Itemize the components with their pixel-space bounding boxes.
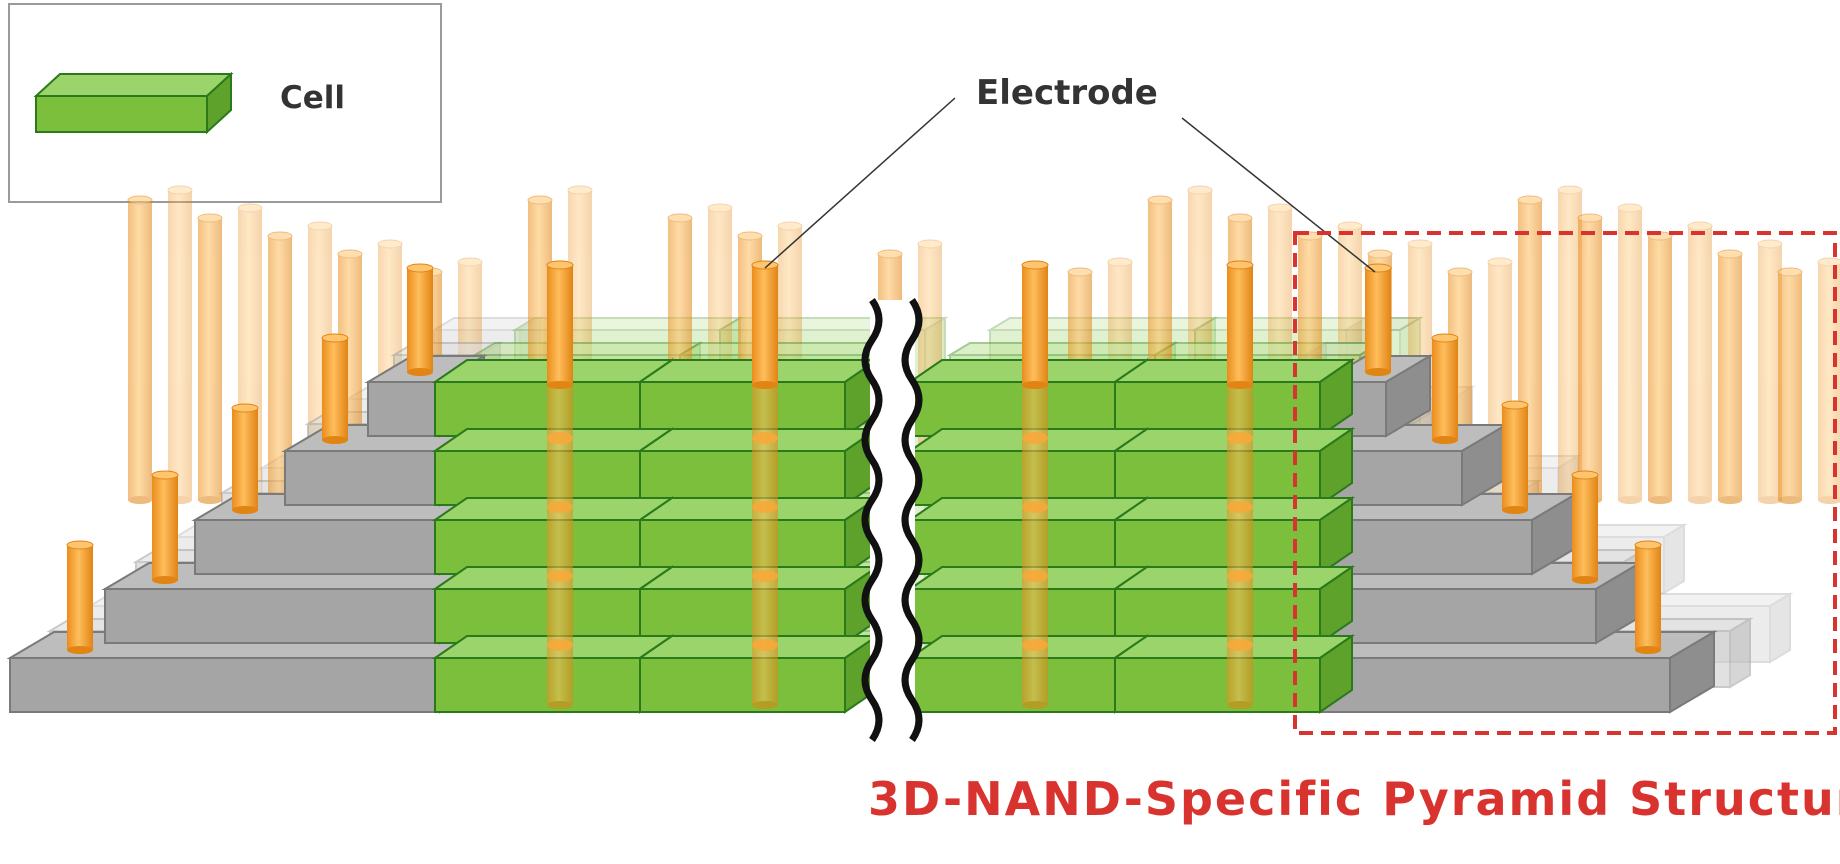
- back-electrode: [1647, 231, 1673, 504]
- step-electrode: [66, 540, 94, 654]
- electrode-contact: [752, 432, 778, 444]
- cell-block: [1111, 634, 1356, 714]
- cell-block: [1111, 427, 1356, 507]
- legend: Cell: [8, 3, 442, 203]
- electrode-contact: [547, 570, 573, 582]
- electrode-contact: [1227, 570, 1253, 582]
- electrode-top: [1226, 260, 1254, 389]
- electrode-contact: [1022, 432, 1048, 444]
- back-electrode: [1577, 213, 1603, 504]
- step-electrode: [231, 403, 259, 514]
- step-electrode: [1571, 470, 1599, 584]
- electrode-contact: [547, 639, 573, 651]
- back-electrode: [127, 195, 153, 504]
- electrode-contact: [1022, 570, 1048, 582]
- back-electrode: [167, 185, 193, 504]
- back-electrode: [1617, 203, 1643, 504]
- step-electrode: [1501, 400, 1529, 514]
- cell-legend-icon: [33, 71, 234, 135]
- cell-block: [906, 427, 1151, 507]
- cell-array: [431, 358, 1356, 714]
- back-electrode: [1777, 267, 1803, 504]
- step-electrode: [151, 470, 179, 584]
- back-electrode: [1687, 221, 1713, 504]
- break-mark: [861, 297, 923, 743]
- callout-line-left: [764, 97, 956, 269]
- step-electrode: [1634, 540, 1662, 654]
- electrode-top: [751, 260, 779, 389]
- electrode-contact: [1022, 639, 1048, 651]
- pyramid-highlight: 3D-NAND-Specific Pyramid Structure: [868, 231, 1840, 826]
- electrode-contact: [1022, 501, 1048, 513]
- highlight-caption: 3D-NAND-Specific Pyramid Structure: [868, 772, 1840, 826]
- back-electrode: [1717, 249, 1743, 504]
- electrode-callout: Electrode: [764, 73, 1376, 273]
- electrode-contact: [752, 639, 778, 651]
- electrode-contact: [1227, 501, 1253, 513]
- electrodes: [66, 260, 1662, 709]
- back-electrode: [197, 213, 223, 504]
- electrode-contact: [752, 570, 778, 582]
- step-electrode: [321, 333, 349, 444]
- electrode-contact: [1227, 639, 1253, 651]
- electrode-top: [546, 260, 574, 389]
- electrode-contact: [752, 501, 778, 513]
- electrode-top: [1021, 260, 1049, 389]
- step-electrode: [1364, 263, 1392, 376]
- electrode-contact: [1227, 432, 1253, 444]
- step-electrode: [406, 263, 434, 376]
- staircase: [6, 354, 1718, 714]
- callout-line-right: [1181, 117, 1376, 273]
- electrode-label: Electrode: [976, 73, 1158, 113]
- gray-step: [1318, 561, 1644, 645]
- legend-cell-label: Cell: [280, 80, 345, 116]
- electrode-contact: [547, 501, 573, 513]
- electrode-contact: [547, 432, 573, 444]
- step-electrode: [1431, 333, 1459, 444]
- highlight-frame: [1293, 231, 1837, 735]
